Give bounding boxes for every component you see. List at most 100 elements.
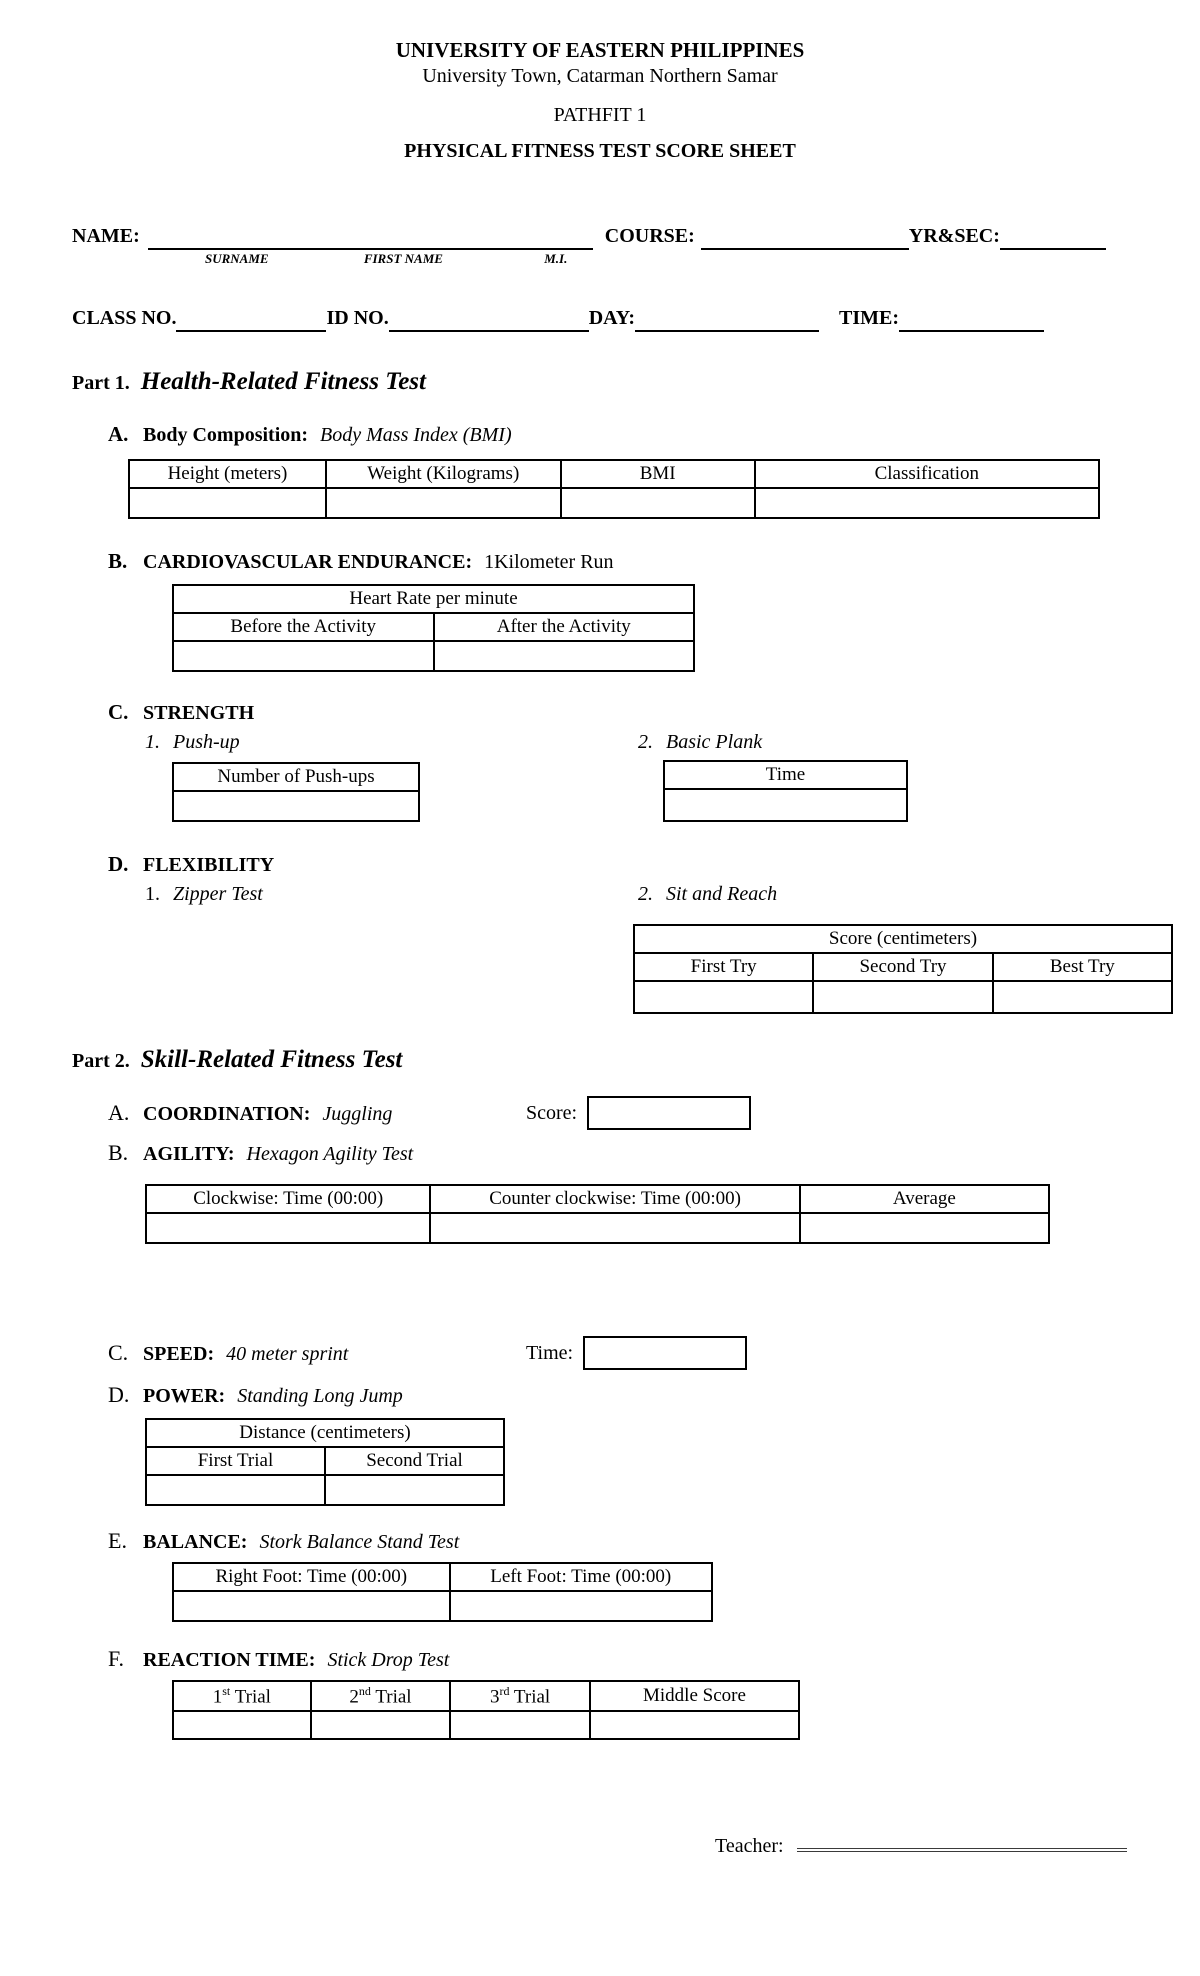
plank-table: Time bbox=[663, 760, 908, 822]
first-try-cell[interactable] bbox=[632, 980, 815, 1014]
section-name: Body Composition: bbox=[143, 424, 309, 446]
name-fill-line[interactable] bbox=[147, 226, 593, 250]
section-letter: D. bbox=[108, 1382, 130, 1407]
agility-table: Clockwise: Time (00:00) Counter clockwis… bbox=[144, 1184, 1051, 1244]
pushup-count-cell[interactable] bbox=[172, 790, 420, 822]
right-foot-header: Right Foot: Time (00:00) bbox=[172, 1562, 451, 1592]
part1-heading: Part 1. Health-Related Fitness Test bbox=[72, 368, 1128, 396]
after-activity-header: After the Activity bbox=[432, 612, 695, 642]
section-power: D. POWER: Standing Long Jump Distance (c… bbox=[72, 1382, 1128, 1506]
clockwise-cell[interactable] bbox=[144, 1212, 432, 1244]
bmi-classification-cell[interactable] bbox=[753, 487, 1101, 519]
counter-clockwise-cell[interactable] bbox=[429, 1212, 801, 1244]
class-row: CLASS NO. ID NO. DAY: TIME: bbox=[72, 307, 1128, 332]
coordination-score-box[interactable] bbox=[587, 1096, 752, 1130]
section-body-composition: A. Body Composition: Body Mass Index (BM… bbox=[72, 422, 1128, 519]
yrsec-label: YR&SEC: bbox=[908, 225, 1000, 247]
bmi-height-cell[interactable] bbox=[128, 487, 327, 519]
second-try-header: Second Try bbox=[812, 952, 994, 982]
first-trial-header: 1st Trial bbox=[172, 1679, 312, 1713]
best-try-cell[interactable] bbox=[991, 980, 1174, 1014]
first-try-header: First Try bbox=[632, 952, 815, 982]
section-strength: C. STRENGTH 1.Push-up Number of Push-ups… bbox=[72, 700, 1128, 822]
pushup-count-header: Number of Push-ups bbox=[172, 762, 420, 792]
section-detail: 1Kilometer Run bbox=[484, 551, 614, 573]
third-trial-header: 3rd Trial bbox=[449, 1679, 591, 1713]
average-cell[interactable] bbox=[798, 1212, 1051, 1244]
section-name: POWER: bbox=[143, 1385, 226, 1407]
university-address: University Town, Catarman Northern Samar bbox=[422, 65, 778, 87]
after-activity-cell[interactable] bbox=[432, 640, 695, 672]
section-letter: A. bbox=[108, 1100, 130, 1125]
middle-score-cell[interactable] bbox=[588, 1710, 801, 1741]
distance-table-title: Distance (centimeters) bbox=[145, 1418, 505, 1448]
section-name: REACTION TIME: bbox=[143, 1649, 316, 1671]
speed-time-box[interactable] bbox=[583, 1336, 748, 1370]
section-detail: Body Mass Index (BMI) bbox=[320, 424, 512, 446]
plank-time-cell[interactable] bbox=[663, 788, 908, 822]
part1-label: Part 1. bbox=[72, 372, 130, 394]
reaction-time-table: 1st Trial 2nd Trial 3rd Trial Middle Sco… bbox=[172, 1679, 801, 1741]
bmi-header: BMI bbox=[559, 459, 756, 489]
right-foot-cell[interactable] bbox=[172, 1590, 451, 1622]
class-no-label: CLASS NO. bbox=[72, 307, 177, 329]
bmi-weight-cell[interactable] bbox=[324, 487, 562, 519]
course-fill-line[interactable] bbox=[700, 226, 909, 250]
balance-table: Right Foot: Time (00:00) Left Foot: Time… bbox=[172, 1562, 713, 1622]
coordination-score-label: Score: bbox=[526, 1101, 578, 1124]
section-letter: D. bbox=[108, 852, 129, 876]
section-letter: A. bbox=[108, 422, 129, 446]
third-trial-cell[interactable] bbox=[449, 1710, 591, 1741]
name-sub-labels: SURNAME FIRST NAME M.I. bbox=[72, 251, 1128, 267]
section-letter: E. bbox=[108, 1528, 127, 1553]
left-foot-cell[interactable] bbox=[448, 1590, 713, 1622]
day-label: DAY: bbox=[588, 307, 636, 329]
long-jump-table: Distance (centimeters) First Trial Secon… bbox=[145, 1418, 505, 1506]
sit-and-reach-table: Score (centimeters) First Try Second Try… bbox=[632, 924, 1174, 1014]
section-name: AGILITY: bbox=[143, 1143, 235, 1165]
time-fill-line[interactable] bbox=[899, 308, 1045, 332]
section-detail: Stork Balance Stand Test bbox=[259, 1531, 460, 1553]
first-trial-cell[interactable] bbox=[145, 1474, 326, 1506]
counter-clockwise-header: Counter clockwise: Time (00:00) bbox=[429, 1184, 801, 1214]
second-trial-cell[interactable] bbox=[309, 1710, 452, 1741]
bmi-value-cell[interactable] bbox=[559, 487, 756, 519]
id-no-label: ID NO. bbox=[326, 307, 389, 329]
section-speed: C. SPEED: 40 meter sprint Time: bbox=[72, 1336, 1128, 1370]
teacher-fill-line[interactable] bbox=[796, 1828, 1127, 1853]
speed-time-label: Time: bbox=[526, 1341, 574, 1364]
mi-label: M.I. bbox=[544, 251, 568, 266]
section-name: CARDIOVASCULAR ENDURANCE: bbox=[143, 551, 473, 573]
section-name: FLEXIBILITY bbox=[143, 854, 275, 876]
second-try-cell[interactable] bbox=[812, 980, 994, 1014]
first-trial-cell[interactable] bbox=[172, 1710, 312, 1741]
clockwise-header: Clockwise: Time (00:00) bbox=[144, 1184, 432, 1214]
zipper-test-item-label: 1.Zipper Test bbox=[145, 883, 263, 905]
average-header: Average bbox=[798, 1184, 1051, 1214]
teacher-row: Teacher: bbox=[72, 1828, 1128, 1858]
day-fill-line[interactable] bbox=[635, 308, 820, 332]
plank-time-header: Time bbox=[663, 760, 908, 790]
best-try-header: Best Try bbox=[991, 952, 1174, 982]
university-name: UNIVERSITY OF EASTERN PHILIPPINES bbox=[395, 38, 805, 62]
document-header: UNIVERSITY OF EASTERN PHILIPPINES Univer… bbox=[72, 38, 1128, 163]
sit-and-reach-item-label: 2.Sit and Reach bbox=[638, 883, 778, 905]
section-agility: B. AGILITY: Hexagon Agility Test Clockwi… bbox=[72, 1140, 1128, 1244]
second-trial-cell[interactable] bbox=[324, 1474, 505, 1506]
before-activity-cell[interactable] bbox=[172, 640, 435, 672]
section-detail: 40 meter sprint bbox=[226, 1343, 349, 1365]
name-row: NAME: COURSE: YR&SEC: bbox=[72, 225, 1128, 250]
section-reaction-time: F. REACTION TIME: Stick Drop Test 1st Tr… bbox=[72, 1646, 1128, 1741]
section-letter: B. bbox=[108, 1140, 129, 1165]
plank-item-label: 2.Basic Plank bbox=[638, 731, 763, 753]
name-label: NAME: bbox=[72, 225, 140, 247]
bmi-table: Height (meters) Weight (Kilograms) BMI C… bbox=[128, 459, 1101, 519]
id-no-fill-line[interactable] bbox=[388, 308, 589, 332]
section-letter: C. bbox=[108, 700, 129, 724]
first-name-label: FIRST NAME bbox=[363, 251, 443, 266]
section-name: COORDINATION: bbox=[143, 1103, 311, 1125]
class-no-fill-line[interactable] bbox=[176, 308, 327, 332]
section-name: STRENGTH bbox=[143, 702, 255, 724]
section-balance: E. BALANCE: Stork Balance Stand Test Rig… bbox=[72, 1528, 1128, 1622]
yrsec-fill-line[interactable] bbox=[999, 226, 1106, 250]
